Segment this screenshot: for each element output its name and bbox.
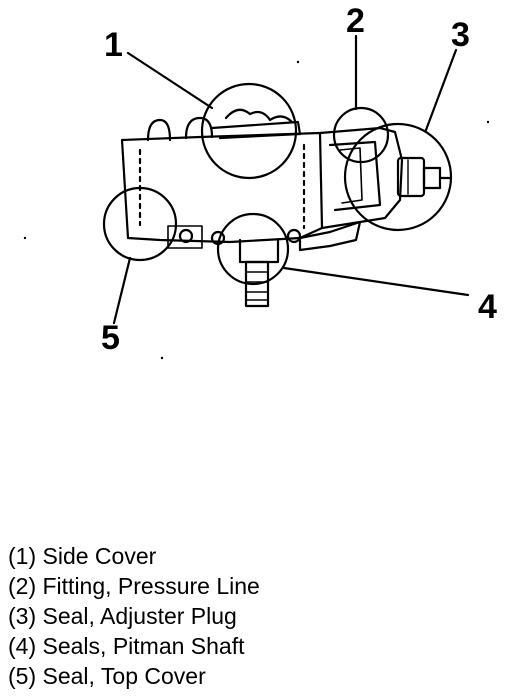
detail-circle-pressure-fitting: [332, 106, 390, 164]
detail-circle-pitman-seals: [216, 212, 290, 286]
callout-1: 1: [104, 26, 123, 64]
leader-line-5: [112, 256, 132, 325]
adjuster-plug: [396, 156, 452, 198]
callout-3: 3: [451, 16, 470, 54]
steering-gear-diagram: 1 2 3 4 5: [23, 2, 497, 360]
pitman-shaft: [238, 238, 280, 308]
legend-item-pitman-seals: (4) Seals, Pitman Shaft: [8, 633, 245, 659]
legend-item-side-cover: (1) Side Cover: [8, 543, 157, 569]
legend-item-top-cover-seal: (5) Seal, Top Cover: [8, 663, 206, 689]
legend-list: (1) Side Cover (2) Fitting, Pressure Lin…: [8, 541, 260, 691]
legend-item-pressure-fitting: (2) Fitting, Pressure Line: [8, 573, 260, 599]
callout-2: 2: [346, 2, 365, 40]
legend-item-adjuster-seal: (3) Seal, Adjuster Plug: [8, 603, 237, 629]
leader-line-1: [126, 51, 214, 110]
leader-line-3: [424, 48, 458, 132]
detail-circle-adjuster-seal: [343, 122, 453, 232]
detail-circle-top-cover-seal: [102, 186, 178, 262]
detail-circle-side-cover: [200, 82, 298, 180]
callout-5: 5: [101, 319, 120, 357]
callout-4: 4: [478, 288, 497, 326]
leader-line-4: [282, 266, 470, 297]
gear-housing-body: [120, 108, 404, 252]
